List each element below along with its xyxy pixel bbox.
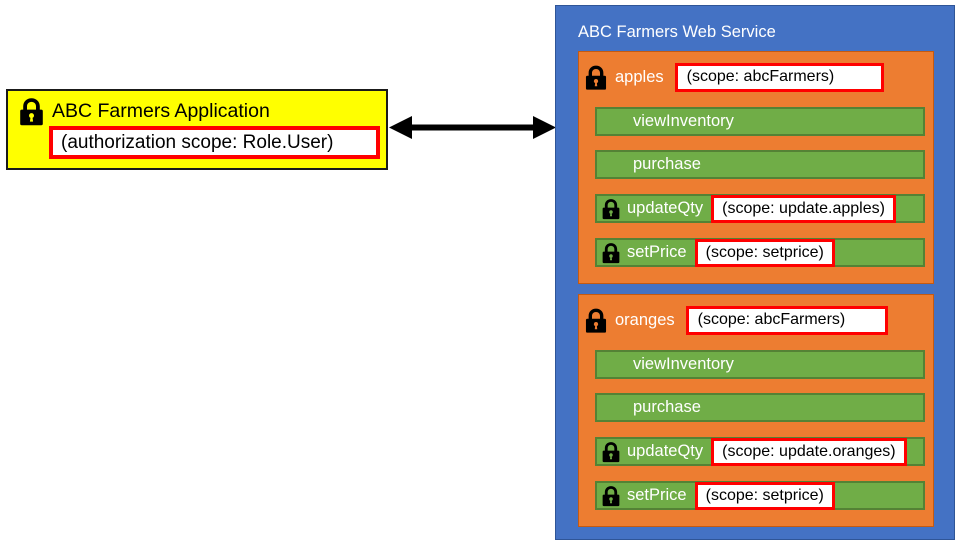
lock-icon <box>601 441 621 463</box>
resource-scope-text-apples: (scope: abcFarmers) <box>686 68 835 85</box>
operation-row[interactable]: purchase <box>595 150 925 179</box>
client-authorization-scope-highlight: (authorization scope: Role.User) <box>49 126 380 159</box>
operation-scope-highlight: (scope: setprice) <box>694 238 835 267</box>
lock-icon <box>584 307 608 334</box>
double-headed-arrow-icon <box>389 112 556 143</box>
lock-icon <box>601 198 621 220</box>
client-application-box: ABC Farmers Application (authorization s… <box>6 89 388 170</box>
lock-icon <box>584 64 608 91</box>
operation-content: purchase <box>601 151 701 178</box>
resource-box-oranges: oranges (scope: abcFarmers) viewInventor… <box>578 294 934 527</box>
client-application-header: ABC Farmers Application <box>18 97 270 126</box>
operation-label: purchase <box>633 398 701 417</box>
resource-scope-highlight-oranges: (scope: abcFarmers) <box>685 305 888 335</box>
operation-content: updateQty (scope: update.oranges) <box>601 437 907 466</box>
operation-scope-text: (scope: setprice) <box>705 486 824 504</box>
lock-icon <box>601 485 621 507</box>
web-service-panel: ABC Farmers Web Service apples (scope: a… <box>555 5 955 540</box>
web-service-title: ABC Farmers Web Service <box>578 23 776 41</box>
operation-scope-text: (scope: update.apples) <box>722 199 885 217</box>
lock-icon <box>601 242 621 264</box>
resource-header-oranges: oranges (scope: abcFarmers) <box>584 303 888 337</box>
operation-row[interactable]: updateQty (scope: update.apples) <box>595 194 925 223</box>
client-application-title: ABC Farmers Application <box>52 99 270 122</box>
resource-scope-text-oranges: (scope: abcFarmers) <box>697 311 846 328</box>
operation-content: viewInventory <box>601 351 734 378</box>
resource-scope-highlight-apples: (scope: abcFarmers) <box>674 62 884 92</box>
operation-row[interactable]: viewInventory <box>595 107 925 136</box>
operation-row[interactable]: setPrice (scope: setprice) <box>595 481 925 510</box>
operation-scope-highlight: (scope: setprice) <box>694 481 835 510</box>
operation-content: updateQty (scope: update.apples) <box>601 194 896 223</box>
resource-name-oranges: oranges <box>615 310 675 329</box>
operation-scope-text: (scope: setprice) <box>705 243 824 261</box>
resource-name-apples: apples <box>615 67 664 86</box>
operation-label: purchase <box>633 155 701 174</box>
operation-label: viewInventory <box>633 112 734 131</box>
client-authorization-scope-text: (authorization scope: Role.User) <box>61 132 334 153</box>
operation-content: setPrice (scope: setprice) <box>601 481 835 510</box>
resource-header-apples: apples (scope: abcFarmers) <box>584 60 884 94</box>
lock-icon <box>18 97 45 126</box>
operation-scope-text: (scope: update.oranges) <box>722 442 896 460</box>
operation-content: viewInventory <box>601 108 734 135</box>
operation-label: updateQty <box>627 199 704 218</box>
operation-row[interactable]: setPrice (scope: setprice) <box>595 238 925 267</box>
operation-label: viewInventory <box>633 355 734 374</box>
operation-content: purchase <box>601 394 701 421</box>
operation-row[interactable]: purchase <box>595 393 925 422</box>
operation-row[interactable]: updateQty (scope: update.oranges) <box>595 437 925 466</box>
operation-row[interactable]: viewInventory <box>595 350 925 379</box>
operation-scope-highlight: (scope: update.oranges) <box>711 437 907 466</box>
operation-label: updateQty <box>627 442 704 461</box>
operation-label: setPrice <box>627 243 687 262</box>
operation-content: setPrice (scope: setprice) <box>601 238 835 267</box>
operation-scope-highlight: (scope: update.apples) <box>711 194 896 223</box>
operation-label: setPrice <box>627 486 687 505</box>
resource-box-apples: apples (scope: abcFarmers) viewInventory… <box>578 51 934 284</box>
